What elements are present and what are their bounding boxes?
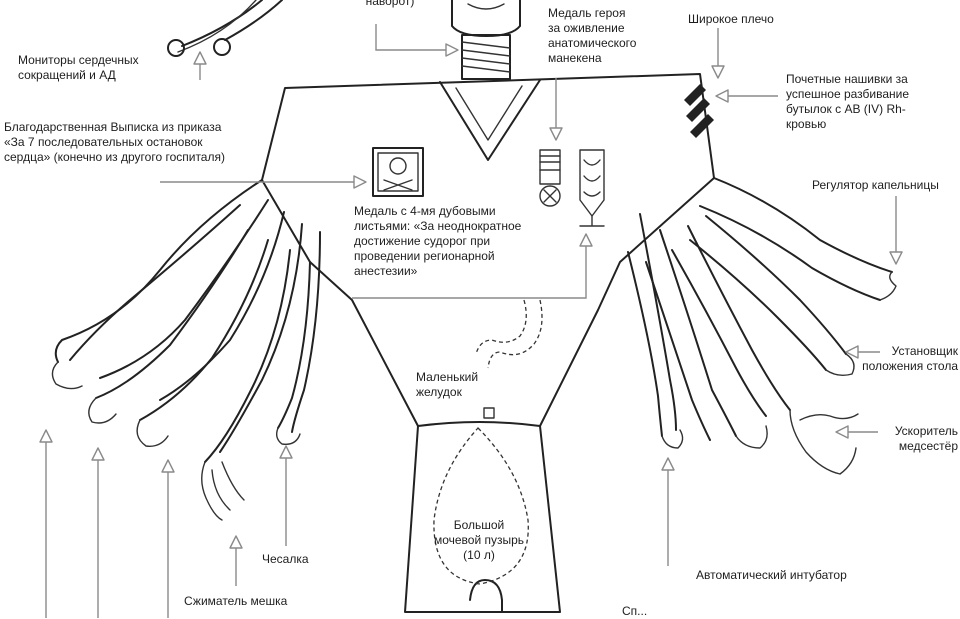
stomach	[475, 299, 543, 419]
label-top-partial: наворот)	[365, 0, 415, 8]
label-bladder: Большой мочевой пузырь (10 л)	[433, 518, 525, 562]
bladder	[433, 427, 529, 585]
callout-arrows	[39, 24, 903, 618]
shoulder-stripes	[684, 84, 714, 138]
oak-leaf-medal	[579, 149, 605, 227]
label-gratitude: Благодарственная Выписка из приказа «За …	[4, 120, 225, 164]
label-scratcher: Чесалка	[262, 552, 309, 566]
monitor-cables	[167, 0, 283, 57]
legs-split	[469, 579, 503, 613]
label-hero-medal: Медаль героя за оживление анатомического…	[548, 6, 637, 65]
label-nurse-accelerator: Ускоритель медсестёр	[894, 424, 958, 453]
neck-screw	[461, 34, 511, 80]
left-arms	[51, 179, 321, 521]
label-wide-shoulder: Широкое плечо	[688, 12, 774, 26]
label-table-installer: Установщик положения стола	[862, 344, 958, 373]
head-face	[467, 3, 505, 10]
label-small-stomach: Маленький желудок	[416, 370, 479, 399]
label-honor-stripes: Почетные нашивки за успешное разбивание …	[786, 72, 910, 131]
label-bag-squeezer: Сжиматель мешка	[184, 594, 288, 608]
label-monitors: Мониторы сердечных сокращений и АД	[18, 53, 139, 82]
collar-inner	[455, 85, 523, 141]
hero-medal	[539, 149, 561, 207]
pelvis-line	[417, 421, 541, 427]
label-drip-regulator: Регулятор капельницы	[812, 178, 939, 192]
label-bottom-partial: Сп...	[622, 604, 648, 618]
head	[451, 0, 521, 37]
label-auto-intubator: Автоматический интубатор	[696, 568, 847, 582]
label-oak-medal: Медаль с 4-мя дубовыми листьями: «За нео…	[354, 204, 522, 278]
torso-outline	[261, 73, 715, 613]
collar	[439, 79, 541, 161]
right-arms	[627, 177, 897, 475]
skull-certificate	[372, 147, 424, 197]
